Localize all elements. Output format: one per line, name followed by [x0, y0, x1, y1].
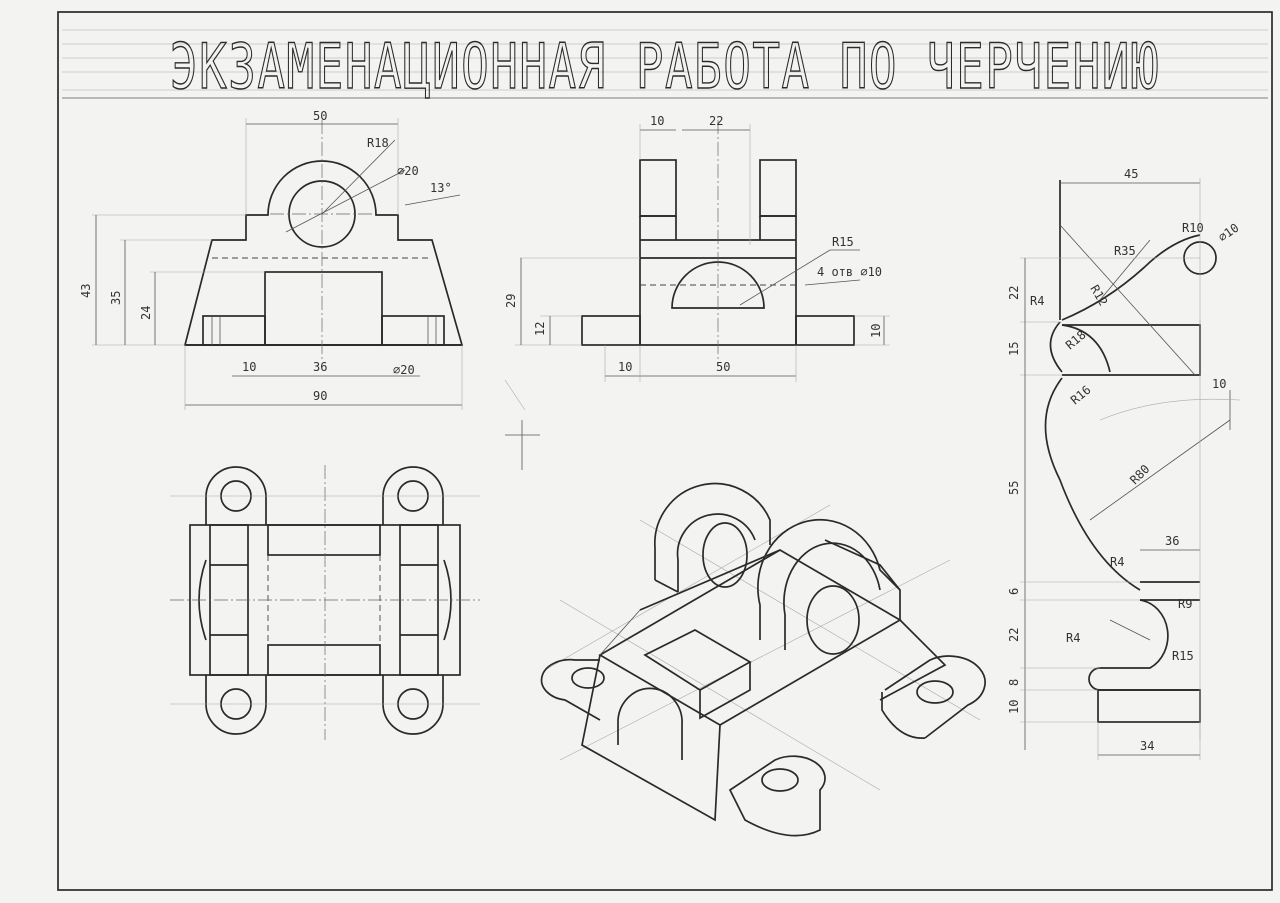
dim-front-h-total: 43 [79, 284, 93, 298]
dim-front-hole: ⌀20 [397, 164, 419, 178]
front-view: 50 R18 ⌀20 13° 43 35 24 10 36 ⌀20 90 [79, 109, 464, 410]
dim-profile-hole: ⌀10 [1216, 221, 1242, 245]
dim-side-h-low: 12 [533, 322, 547, 336]
dim-profile-r18: R18 [1063, 328, 1089, 353]
dim-side-h-total: 29 [504, 294, 518, 308]
side-arch [671, 261, 765, 309]
dim-front-angle: 13° [430, 181, 452, 195]
isometric-view [540, 482, 986, 837]
dim-profile-r35: R35 [1114, 244, 1136, 258]
dim-profile-v15: 15 [1007, 342, 1021, 356]
dim-profile-r16: R16 [1068, 383, 1094, 408]
title-ruling [62, 29, 1268, 99]
dim-side-holes-note: 4 отв ⌀10 [817, 265, 882, 279]
dim-profile-v8: 8 [1007, 679, 1021, 686]
dim-side-h-small: 10 [869, 324, 883, 338]
dim-profile-h10: 10 [1212, 377, 1226, 391]
dim-profile-r4c: R4 [1066, 631, 1080, 645]
dim-side-gap: 22 [709, 114, 723, 128]
dim-profile-v55: 55 [1007, 481, 1021, 495]
sheet-title: ЭКЗАМЕНАЦИОННАЯ РАБОТА ПО ЧЕРЧЕНИЮ [170, 30, 1160, 103]
dim-profile-r12: R12 [1087, 283, 1110, 309]
dim-profile-r10: R10 [1182, 221, 1204, 235]
dim-front-h-low: 24 [139, 306, 153, 320]
dim-profile-v6: 6 [1007, 588, 1021, 595]
dim-profile-top: 45 [1124, 167, 1138, 181]
dim-profile-v22b: 22 [1007, 628, 1021, 642]
dim-profile-v10: 10 [1007, 700, 1021, 714]
dim-side-radius: R15 [832, 235, 854, 249]
dim-profile-r80: R80 [1127, 462, 1152, 487]
dim-side-w-total: 50 [716, 360, 730, 374]
dim-front-hole-bottom: ⌀20 [393, 363, 415, 377]
dim-profile-v22: 22 [1007, 286, 1021, 300]
sheet-frame [57, 11, 1273, 891]
dim-front-radius: R18 [367, 136, 389, 150]
side-view: 10 22 R15 4 отв ⌀10 29 12 10 10 50 [504, 114, 890, 382]
dim-profile-r4a: R4 [1030, 294, 1044, 308]
dim-front-w-left: 10 [242, 360, 256, 374]
dim-profile-r15: R15 [1172, 649, 1194, 663]
dim-front-top-width: 50 [313, 109, 327, 123]
dim-front-w-total: 90 [313, 389, 327, 403]
top-view [170, 465, 480, 740]
dim-front-w-mid: 36 [313, 360, 327, 374]
dim-profile-w36: 36 [1165, 534, 1179, 548]
dim-profile-r9: R9 [1178, 597, 1192, 611]
dim-profile-r4b: R4 [1110, 555, 1124, 569]
profile-view: 45 R12 R35 ⌀10 R10 R4 R18 R16 22 15 10 R… [1007, 167, 1241, 760]
dim-side-slot: 10 [650, 114, 664, 128]
dim-front-h-mid: 35 [109, 291, 123, 305]
dim-profile-w34: 34 [1140, 739, 1154, 753]
dim-side-w-left: 10 [618, 360, 632, 374]
center-marks [504, 379, 540, 470]
